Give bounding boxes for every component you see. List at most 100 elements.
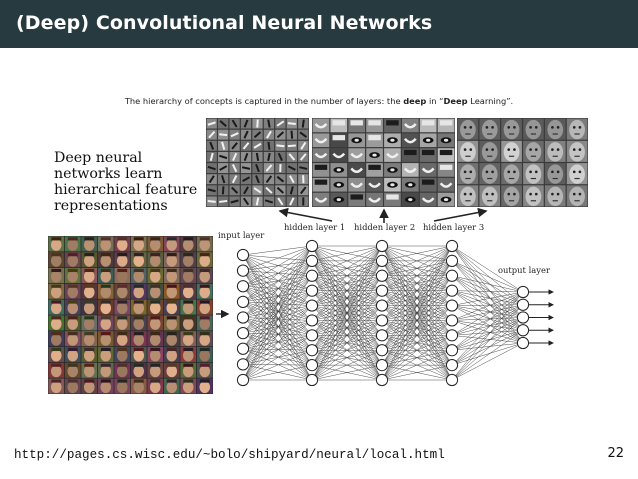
network-edge bbox=[311, 245, 383, 366]
face-hair bbox=[51, 379, 62, 383]
neuron-layer-1 bbox=[305, 329, 319, 342]
face-shape bbox=[525, 186, 542, 207]
network-edge bbox=[311, 335, 383, 381]
face-shape bbox=[547, 164, 564, 184]
mouth-part bbox=[368, 197, 381, 203]
edge-stroke bbox=[289, 175, 295, 184]
network-edge bbox=[451, 317, 524, 366]
feature-cell bbox=[348, 163, 366, 177]
network-edge bbox=[381, 245, 453, 336]
face-hair bbox=[100, 284, 111, 288]
face-hair bbox=[150, 379, 161, 383]
network-edge bbox=[451, 260, 524, 344]
face-hair bbox=[133, 284, 144, 288]
network-edge bbox=[451, 317, 524, 336]
face-hair bbox=[166, 332, 177, 336]
edge-stroke bbox=[253, 131, 262, 139]
network-edge bbox=[242, 245, 313, 381]
feature-cell bbox=[348, 177, 366, 192]
face-skin bbox=[100, 317, 112, 330]
face-skin bbox=[100, 349, 112, 362]
network-edge bbox=[451, 291, 524, 381]
edge-stroke bbox=[265, 186, 273, 194]
face-skin bbox=[50, 302, 62, 315]
network-edge bbox=[311, 245, 383, 351]
face-hair bbox=[199, 253, 210, 257]
neuron-layer-2 bbox=[375, 344, 389, 357]
face-skin bbox=[116, 333, 128, 346]
edge-stroke bbox=[265, 164, 273, 172]
face-hair bbox=[199, 268, 210, 273]
face-hair bbox=[67, 379, 78, 383]
network-edge bbox=[242, 275, 313, 303]
part-patch bbox=[404, 149, 417, 156]
network-edge bbox=[451, 260, 524, 293]
network-edge bbox=[242, 335, 313, 349]
face-eye bbox=[556, 192, 560, 196]
network-edge bbox=[451, 320, 524, 344]
neuron-layer-3 bbox=[445, 239, 459, 253]
network-edge bbox=[381, 350, 453, 381]
face-skin bbox=[182, 333, 194, 346]
feature-cell bbox=[401, 133, 419, 148]
edge-stroke bbox=[276, 186, 285, 194]
face-skin bbox=[149, 254, 161, 267]
network-edge bbox=[242, 245, 313, 287]
network-edge bbox=[242, 290, 313, 381]
face-skin bbox=[133, 302, 145, 315]
network-edge bbox=[451, 260, 524, 331]
face-hair bbox=[166, 300, 177, 304]
network-edge bbox=[311, 320, 383, 381]
face-skin bbox=[50, 286, 62, 299]
neuron-layer-1 bbox=[305, 344, 319, 357]
face-skin bbox=[67, 333, 79, 346]
face-hair bbox=[117, 300, 128, 304]
figure-heading-line-3: hierarchical feature bbox=[54, 182, 198, 198]
face-eye bbox=[469, 148, 473, 151]
face-skin bbox=[100, 254, 112, 267]
edge-stroke bbox=[267, 119, 271, 128]
neuron-layer-2 bbox=[375, 269, 389, 282]
network-edge bbox=[451, 304, 524, 351]
network-edge bbox=[451, 290, 524, 331]
network-edge bbox=[242, 270, 313, 277]
mouth-part bbox=[403, 167, 417, 174]
eye-highlight bbox=[336, 183, 341, 187]
face-hair bbox=[117, 332, 128, 336]
network-edge bbox=[242, 245, 313, 303]
face-skin bbox=[100, 381, 112, 394]
face-eye bbox=[534, 148, 538, 151]
eye-highlight bbox=[426, 138, 431, 142]
face-eye bbox=[463, 148, 467, 151]
network-edge bbox=[451, 330, 524, 336]
network-edge bbox=[242, 290, 313, 318]
figure-heading-line-1: Deep neural bbox=[54, 150, 143, 166]
face-hair bbox=[199, 363, 210, 367]
face-eye bbox=[513, 170, 516, 174]
network-edge bbox=[311, 245, 383, 381]
neuron-layer-2 bbox=[375, 329, 389, 342]
part-patch bbox=[386, 194, 399, 200]
neuron-layer-3 bbox=[445, 344, 459, 357]
face-shape bbox=[525, 142, 542, 162]
mouth-part bbox=[421, 197, 435, 203]
face-skin bbox=[116, 365, 128, 378]
network-edge bbox=[451, 291, 524, 336]
face-skin bbox=[83, 349, 95, 362]
edge-stroke bbox=[289, 186, 294, 195]
network-edge bbox=[242, 254, 313, 291]
network-edge bbox=[451, 342, 524, 381]
edge-stroke bbox=[255, 163, 260, 173]
face-hair bbox=[199, 300, 210, 304]
network-edge bbox=[242, 270, 313, 366]
face-skin bbox=[182, 302, 194, 315]
face-skin bbox=[83, 254, 95, 267]
network-edge bbox=[242, 245, 313, 256]
face-skin bbox=[50, 333, 62, 346]
face-skin bbox=[182, 254, 194, 267]
face-skin bbox=[50, 349, 62, 362]
face-eye bbox=[534, 126, 538, 129]
face-hair bbox=[117, 363, 128, 367]
network-edge bbox=[242, 270, 313, 336]
network-edge bbox=[381, 320, 453, 381]
